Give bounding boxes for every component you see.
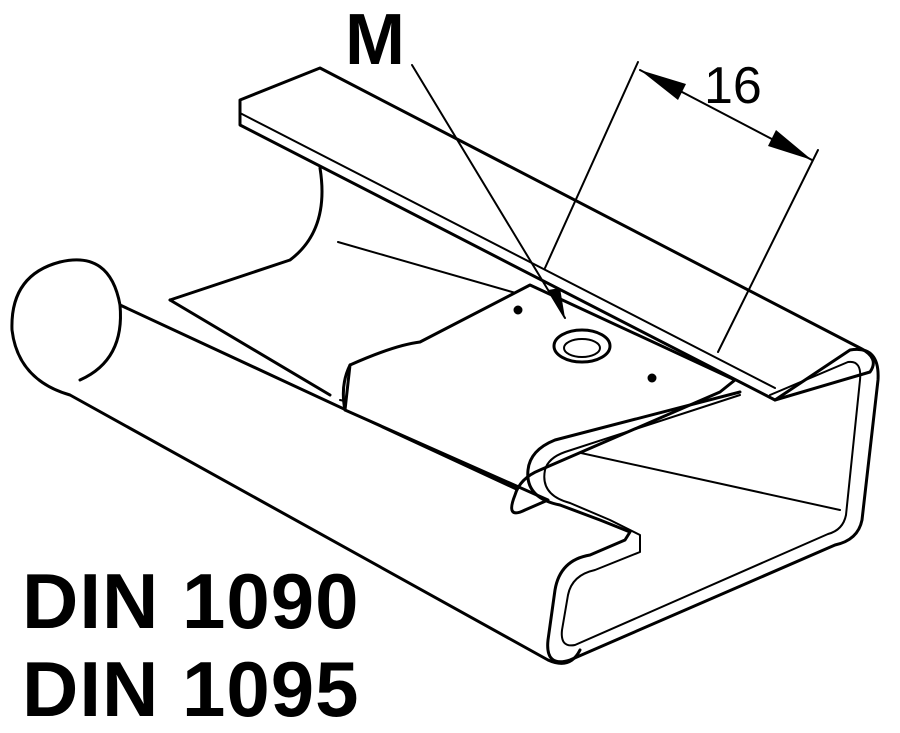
marker-label: M [345, 0, 405, 80]
extension-line-left [544, 61, 639, 269]
standard-label: DIN 1095 [22, 645, 360, 733]
standard-label: DIN 1090 [22, 557, 360, 645]
rolled-edge [10, 260, 582, 665]
extension-line-right [717, 149, 819, 353]
dimension-label: 16 [704, 57, 762, 115]
top-plate [238, 66, 875, 402]
marker-leader [411, 64, 566, 319]
back-wall [168, 166, 324, 302]
right-bend [526, 347, 880, 664]
